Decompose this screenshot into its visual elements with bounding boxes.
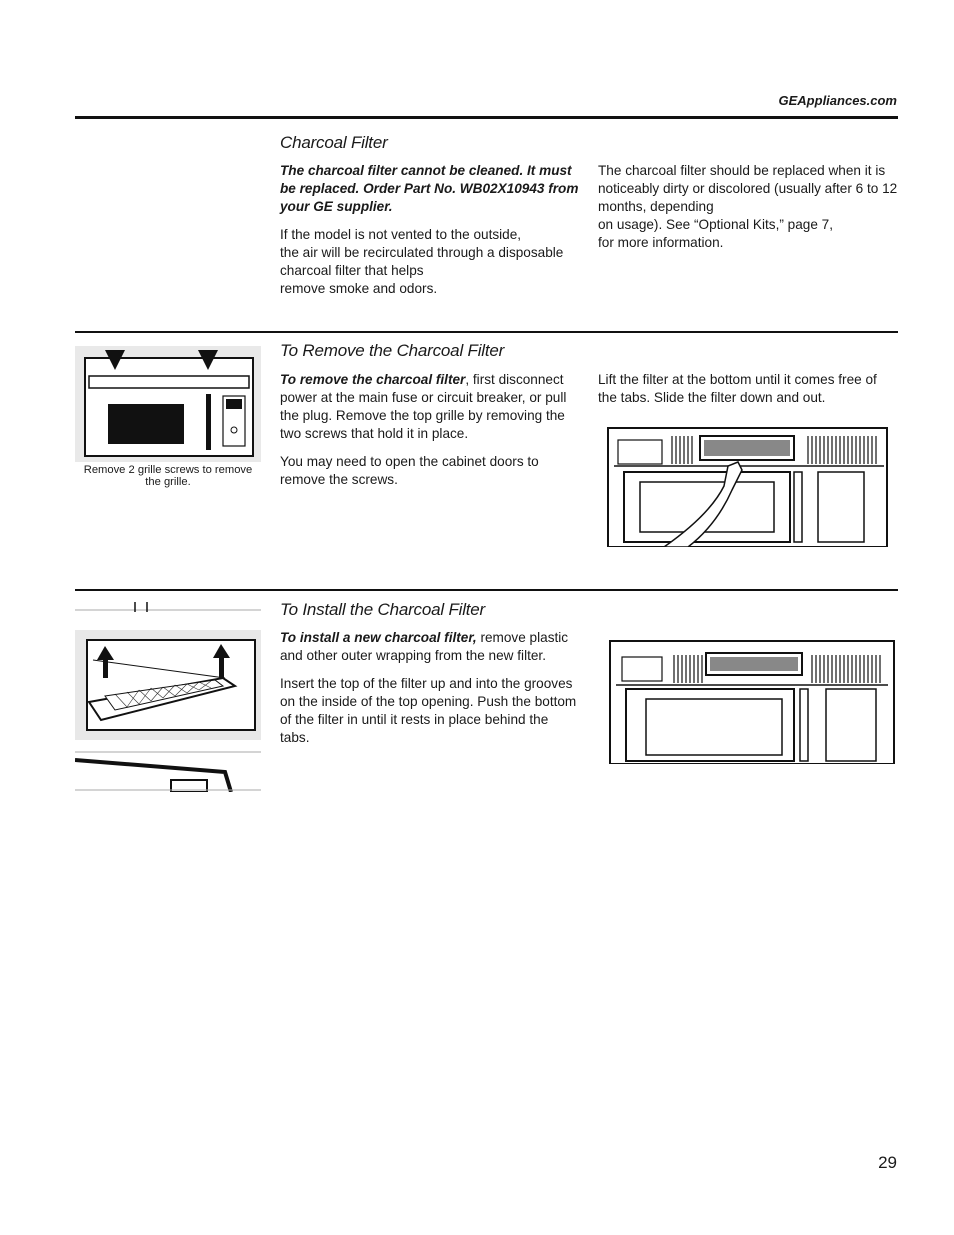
recirculation-paragraph: If the model is not vented to the outsid…: [280, 226, 580, 298]
figure-caption: Remove 2 grille screws to remove the gri…: [83, 464, 253, 488]
section1-right-column: The charcoal filter should be replaced w…: [598, 162, 898, 262]
section3-left-column: To install a new charcoal filter, remove…: [280, 629, 580, 757]
para-line: the air will be recirculated through a d…: [280, 245, 564, 278]
section2-right-column: Lift the filter at the bottom until it c…: [598, 371, 898, 417]
section-title-install-filter: To Install the Charcoal Filter: [280, 600, 486, 619]
lead-phrase: To remove the charcoal filter: [280, 372, 466, 387]
para-line: The charcoal filter should be replaced w…: [598, 163, 898, 214]
section-divider: [75, 331, 898, 333]
page-number: 29: [878, 1153, 897, 1172]
replacement-paragraph: The charcoal filter should be replaced w…: [598, 162, 898, 252]
section-title-charcoal-filter: Charcoal Filter: [280, 133, 388, 152]
lead-phrase: To install a new charcoal filter,: [280, 630, 477, 645]
section1-left-column: The charcoal filter cannot be cleaned. I…: [280, 162, 580, 308]
site-url: GEAppliances.com: [778, 93, 897, 108]
insert-instructions: Insert the top of the filter up and into…: [280, 676, 577, 745]
para-line: remove smoke and odors.: [280, 281, 438, 296]
para-line: If the model is not vented to the outsid…: [280, 227, 522, 242]
installed-filter-illustration: [608, 639, 896, 764]
instruction-text: remove plastic and other outer wrapping …: [280, 630, 569, 663]
filter-install-illustration: [75, 602, 261, 792]
header-rule: [75, 116, 898, 119]
remove-instructions: To remove the charcoal filter, first dis…: [280, 371, 580, 443]
lift-filter-instructions: Lift the filter at the bottom until it c…: [598, 372, 877, 405]
section-title-remove-filter: To Remove the Charcoal Filter: [280, 341, 505, 360]
microwave-grille-illustration: [75, 346, 261, 462]
para-line: on usage). See “Optional Kits,” page 7,: [598, 217, 834, 232]
warning-text: The charcoal filter cannot be cleaned. I…: [280, 163, 579, 214]
para-line: for more information.: [598, 235, 724, 250]
cabinet-note: You may need to open the cabinet doors t…: [280, 454, 539, 487]
filter-removal-illustration: [604, 426, 889, 547]
install-instructions: To install a new charcoal filter, remove…: [280, 629, 580, 665]
section-divider: [75, 589, 898, 591]
section2-left-column: To remove the charcoal filter, first dis…: [280, 371, 580, 499]
instruction-text: , first disconnect power at the main fus…: [280, 372, 567, 441]
